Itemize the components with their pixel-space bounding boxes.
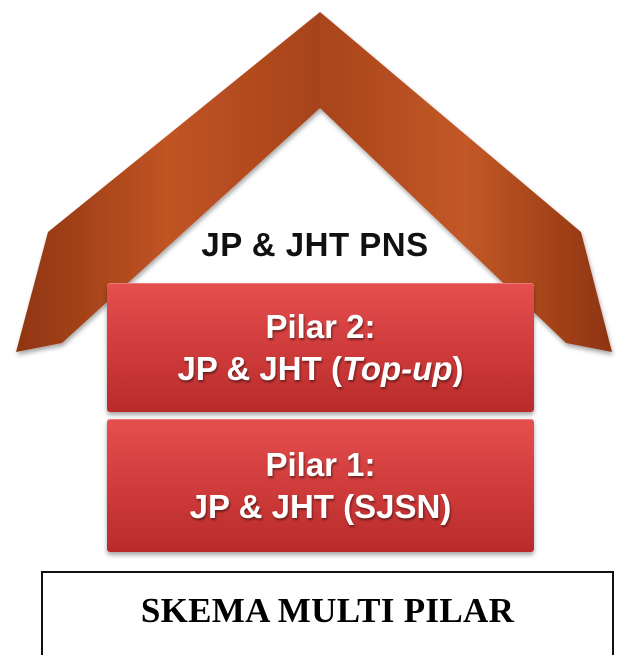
pillar-1-block: Pilar 1: JP & JHT (SJSN) (107, 419, 534, 552)
pillar-2-text-prefix: JP & JHT ( (177, 349, 342, 387)
pillar-2-text-suffix: ) (452, 349, 464, 387)
pillar-2-text-emphasis: Top-up (341, 349, 453, 387)
roof-left-slope (16, 12, 320, 352)
scheme-label: SKEMA MULTI PILAR (140, 591, 515, 630)
pillar-1-heading: Pilar 1: (265, 445, 376, 483)
pillar-2-block: Pilar 2: JP & JHT (Top-up) (107, 283, 534, 412)
pillar-2-heading: Pilar 2: (265, 307, 376, 345)
roof-right-slope (320, 12, 612, 352)
house-title: JP & JHT PNS (201, 226, 429, 263)
scheme-label-box: SKEMA MULTI PILAR (41, 571, 614, 655)
roof-shape (16, 12, 612, 352)
pillar-1-text: JP & JHT (SJSN) (189, 487, 452, 525)
pillar-2-text: JP & JHT (Top-up) (107, 348, 534, 390)
